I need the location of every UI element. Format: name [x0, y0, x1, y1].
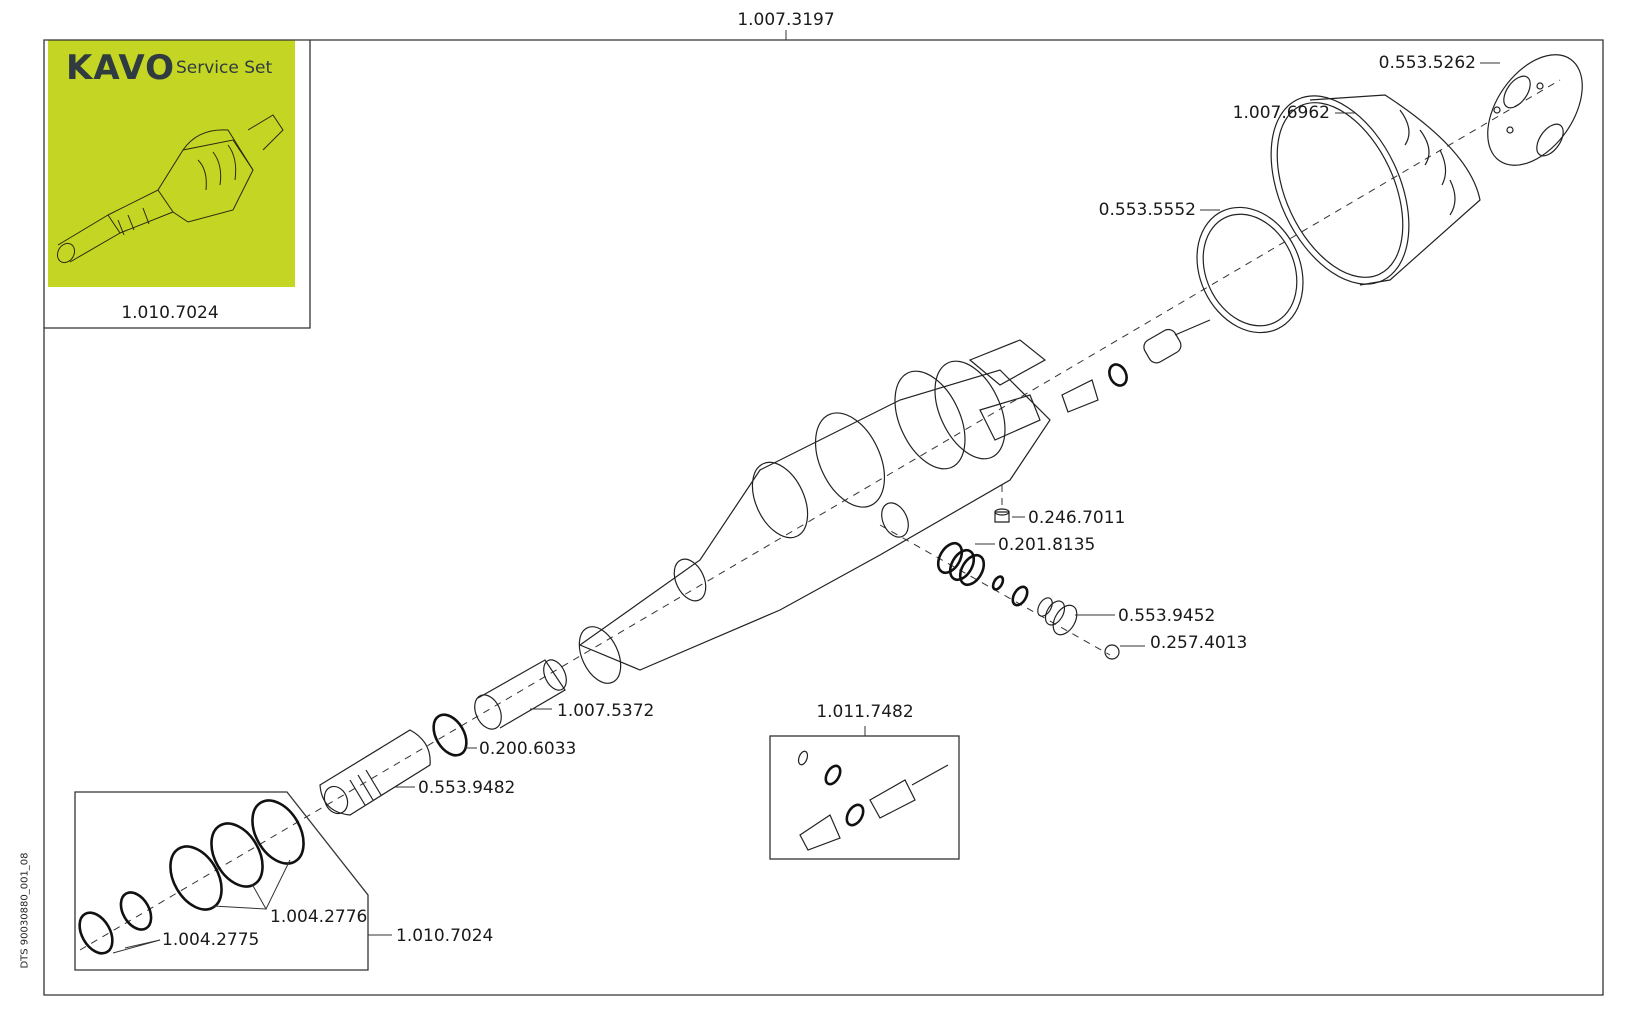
label-kit-box: 1.011.7482 [816, 702, 913, 722]
bulb-holder-part [319, 729, 431, 816]
label-light-adapter: 1.007.5372 [557, 701, 654, 721]
label-ball: 0.257.4013 [1150, 633, 1247, 653]
pin-part [994, 508, 1010, 523]
light-adapter-part [474, 659, 567, 730]
label-valve-insert: 0.553.9452 [1118, 606, 1215, 626]
label-oring-small: 0.200.6033 [479, 739, 576, 759]
ring-plate-part [1487, 54, 1583, 166]
orings-set-part [936, 541, 1029, 607]
label-pin: 0.246.7011 [1028, 508, 1125, 528]
label-bulb-holder: 0.553.9482 [418, 778, 515, 798]
label-grip-sleeve: 1.007.6962 [1233, 103, 1330, 123]
assembly-frame [43, 39, 1604, 996]
label-orings-large: 1.004.2776 [270, 907, 367, 927]
pin-assembly-part [1061, 319, 1211, 413]
kit-box [769, 726, 960, 860]
label-ring-plate: 0.553.5262 [1379, 53, 1476, 73]
label-logo-part: 1.010.7024 [121, 303, 218, 323]
center-axis [79, 79, 1561, 951]
label-clamp-ring: 0.553.5552 [1099, 200, 1196, 220]
label-orings-set: 0.201.8135 [998, 535, 1095, 555]
service-set-subtitle: Service Set [176, 58, 273, 78]
clamp-ring-part [1196, 206, 1304, 334]
grip-sleeve-part [1270, 94, 1481, 286]
label-main-assembly: 1.007.3197 [737, 10, 834, 30]
logo-frame [43, 39, 310, 328]
label-orings-small: 1.004.2775 [162, 930, 259, 950]
oring-small-part [432, 713, 468, 757]
coupling-body-part [578, 339, 1051, 684]
valve-insert-part [1037, 597, 1078, 636]
service-set-box [74, 791, 392, 971]
kavo-logo: KAVO [66, 48, 175, 88]
kavo-service-set-panel: KAVO Service Set [48, 40, 295, 287]
label-service-set: 1.010.7024 [396, 926, 493, 946]
ball-part [1104, 644, 1120, 660]
coupling-thumbnail-icon [56, 114, 284, 264]
